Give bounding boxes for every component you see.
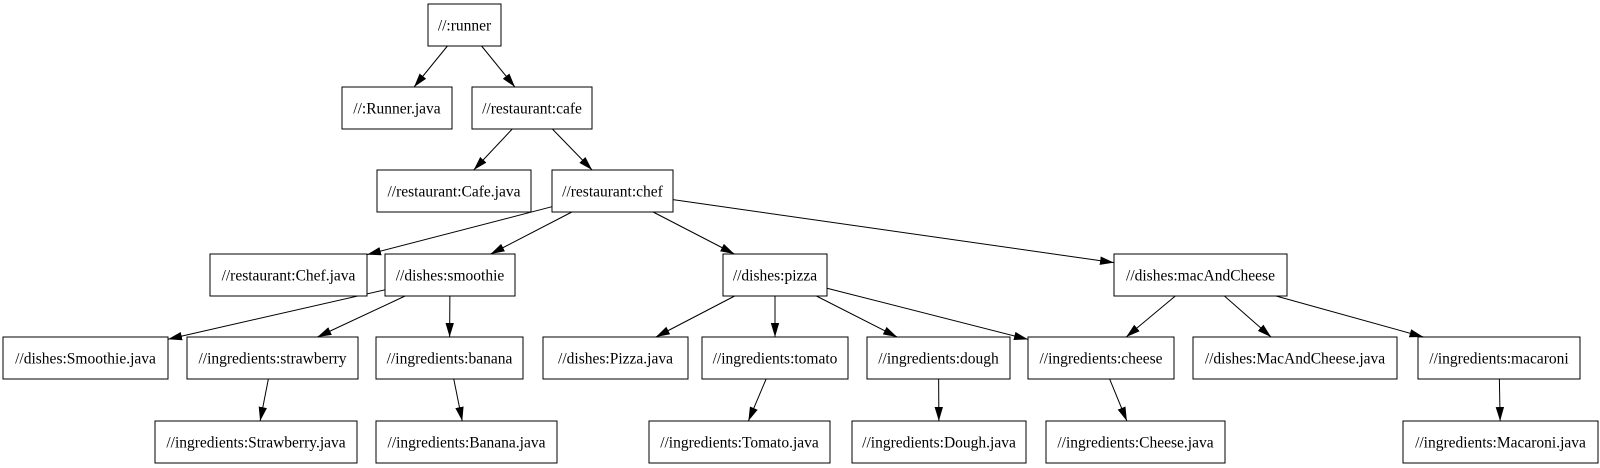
graph-node-cafe-java: //restaurant:Cafe.java [376,169,532,213]
node-box [375,420,558,464]
edge-smoothie-to-strawberry [317,295,406,338]
edge-chef-to-chef-java [366,206,553,256]
node-box [701,336,849,380]
graph-node-banana: //ingredients:banana [375,336,524,380]
node-box [384,253,516,297]
node-label: //dishes:Smoothie.java [15,351,156,368]
edge-cafe-to-cafe-java [473,128,513,171]
node-box [375,336,524,380]
node-box [648,420,831,464]
graph-node-dough-java: //ingredients:Dough.java [851,420,1027,464]
node-label: //restaurant:cafe [482,101,582,118]
node-box [1027,336,1175,380]
graph-node-chef-java: //restaurant:Chef.java [209,253,368,297]
edge-chef-to-mac-and-cheese [672,199,1115,265]
nodes-layer: //:runner //:Runner.java //restaurant:cafe… [2,3,1599,464]
edge-pizza-to-pizza-java [655,295,735,338]
node-box [1417,336,1581,380]
node-box [154,420,358,464]
graph-node-runner-java: //:Runner.java [341,86,453,130]
node-label: //ingredients:Banana.java [388,435,546,452]
edge-tomato-to-tomato-java [747,378,767,422]
graph-node-strawberry-java: //ingredients:Strawberry.java [154,420,358,464]
node-label: //dishes:pizza [733,268,817,285]
edge-banana-to-banana-java [453,378,464,422]
node-box [471,86,593,130]
graph-node-cheese: //ingredients:cheese [1027,336,1175,380]
node-label: //ingredients:tomato [713,351,838,368]
node-label: //dishes:MacAndCheese.java [1205,351,1385,368]
edge-pizza-to-dough [816,295,898,338]
edge-runner-to-runner-java [413,45,448,88]
graph-node-mac-and-cheese-java: //dishes:MacAndCheese.java [1192,336,1398,380]
edge-cheese-to-cheese-java [1109,378,1128,422]
edge-strawberry-to-strawberry-java [258,378,269,422]
node-label: //restaurant:chef [562,184,664,201]
node-label: //restaurant:Chef.java [222,268,356,285]
graph-node-mac-and-cheese: //dishes:macAndCheese [1113,253,1288,297]
graph-node-pizza: //dishes:pizza [722,253,828,297]
node-label: //ingredients:dough [878,351,999,368]
edge-mac-and-cheese-to-mac-and-cheese-java [1224,295,1272,338]
node-label: //ingredients:banana [387,351,513,368]
graph-node-smoothie: //dishes:smoothie [384,253,516,297]
node-box [551,169,674,213]
graph-node-macaroni: //ingredients:macaroni [1417,336,1581,380]
node-label: //ingredients:cheese [1039,351,1162,368]
edge-macaroni-to-macaroni-java [1495,378,1505,422]
graph-node-smoothie-java: //dishes:Smoothie.java [2,336,169,380]
node-label: //restaurant:Cafe.java [388,184,521,201]
node-label: //dishes:smoothie [396,268,505,285]
graph-node-cafe: //restaurant:cafe [471,86,593,130]
node-box [866,336,1011,380]
graph-node-pizza-java: //dishes:Pizza.java [542,336,689,380]
edge-mac-and-cheese-to-cheese [1125,295,1176,338]
node-box [209,253,368,297]
node-box [722,253,828,297]
graph-node-strawberry: //ingredients:strawberry [186,336,359,380]
node-label: //ingredients:Macaroni.java [1415,435,1586,452]
edge-chef-to-smoothie [490,211,573,255]
edge-pizza-to-cheese [826,287,1029,341]
edges-layer [167,45,1505,422]
edge-runner-to-cafe [481,45,516,88]
graph-node-dough: //ingredients:dough [866,336,1011,380]
node-label: //:Runner.java [353,101,441,118]
edge-mac-and-cheese-to-macaroni [1275,295,1424,338]
node-label: //ingredients:Tomato.java [660,435,819,452]
node-label: //:runner [438,18,492,35]
node-label: //ingredients:Dough.java [862,435,1016,452]
node-label: //ingredients:Cheese.java [1057,435,1213,452]
node-label: //dishes:Pizza.java [558,351,673,368]
node-box [2,336,169,380]
node-box [427,3,502,47]
graph-node-cheese-java: //ingredients:Cheese.java [1045,420,1226,464]
node-box [376,169,532,213]
node-box [186,336,359,380]
node-label: //ingredients:strawberry [198,351,346,368]
node-box [1402,420,1599,464]
node-label: //dishes:macAndCheese [1126,268,1275,285]
graph-node-tomato: //ingredients:tomato [701,336,849,380]
edge-smoothie-to-smoothie-java [167,289,386,341]
graph-node-chef: //restaurant:chef [551,169,674,213]
graph-node-macaroni-java: //ingredients:Macaroni.java [1402,420,1599,464]
graph-node-banana-java: //ingredients:Banana.java [375,420,558,464]
node-label: //ingredients:Strawberry.java [166,435,345,452]
node-box [1113,253,1288,297]
node-box [851,420,1027,464]
graph-node-runner: //:runner [427,3,502,47]
node-box [1045,420,1226,464]
edge-cafe-to-chef [552,128,593,171]
node-box [542,336,689,380]
edge-chef-to-pizza [652,211,735,255]
node-box [1192,336,1398,380]
node-box [341,86,453,130]
node-label: //ingredients:macaroni [1429,351,1569,368]
graph-node-tomato-java: //ingredients:Tomato.java [648,420,831,464]
